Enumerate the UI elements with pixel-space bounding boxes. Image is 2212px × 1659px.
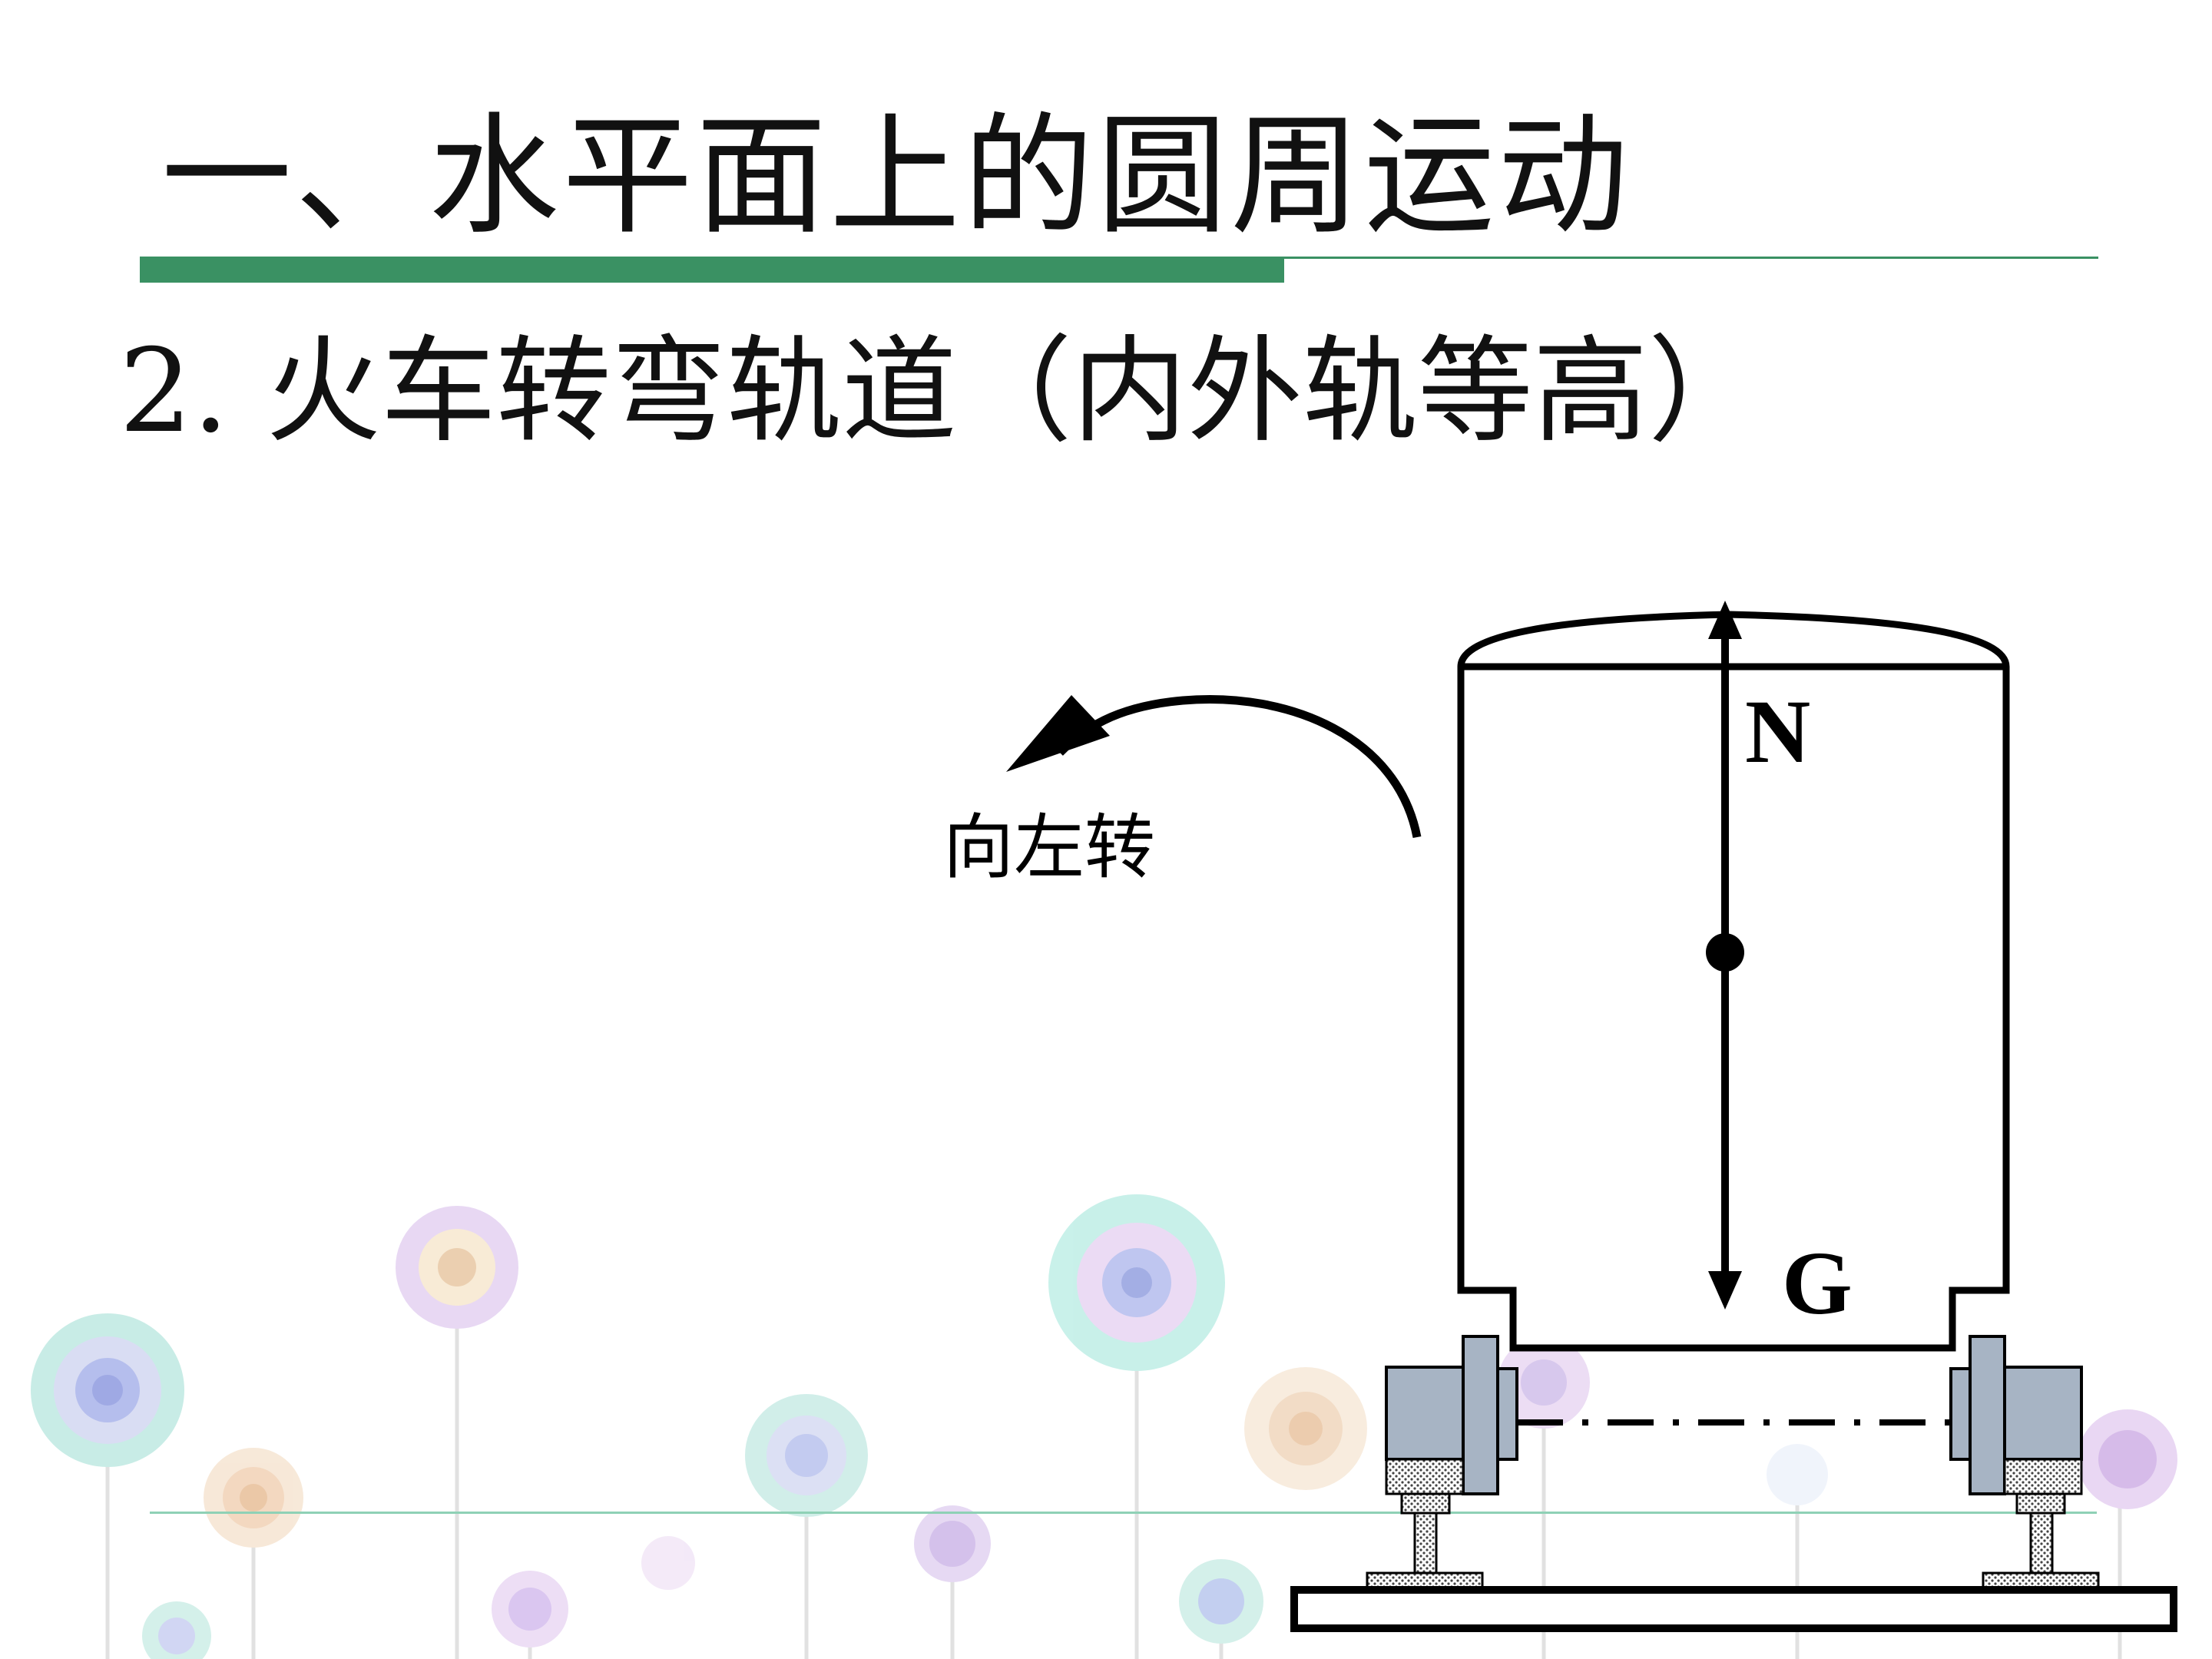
flower-6-icon	[1244, 1367, 1367, 1490]
right-wheel	[1949, 1335, 2083, 1495]
left-wheel	[1385, 1335, 1518, 1495]
flower-11-icon	[1179, 1559, 1263, 1644]
flower-8-icon	[2078, 1409, 2177, 1509]
flower-4-icon	[745, 1394, 868, 1517]
left-rail	[1366, 1492, 1484, 1591]
turn-arrow-head-icon	[1006, 695, 1110, 772]
page-title: 一、水平面上的圆周运动	[161, 101, 1632, 253]
flower-2-icon	[396, 1206, 518, 1329]
flower-9-icon	[1498, 1336, 1590, 1429]
slide-subtitle: 2. 火车转弯轨道（内外轨等高）	[119, 325, 1763, 459]
force-n-label: N	[1745, 681, 1810, 782]
track-base	[1290, 1586, 2177, 1632]
title-underline-thick	[140, 257, 1284, 283]
force-g-arrowhead-icon	[1708, 1271, 1742, 1310]
right-rail	[1982, 1492, 2100, 1591]
title-underline-thin	[1284, 257, 2098, 259]
flower-10-icon	[492, 1571, 568, 1647]
train-car-body	[1457, 667, 2010, 1352]
flower-1-icon	[31, 1313, 184, 1467]
flower-3-icon	[1048, 1194, 1225, 1371]
center-of-mass-dot	[1706, 933, 1744, 972]
bottom-divider	[150, 1512, 2097, 1514]
turn-label: 向左转	[943, 806, 1155, 889]
force-n-arrowhead-icon	[1708, 601, 1742, 639]
flower-12-icon	[142, 1601, 211, 1659]
force-g-label: G	[1782, 1233, 1853, 1333]
flower-7-icon	[914, 1505, 991, 1582]
